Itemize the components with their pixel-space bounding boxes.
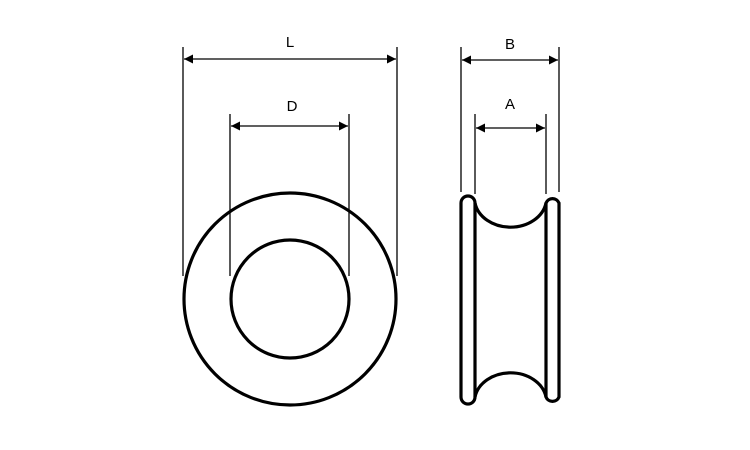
ring-outer-circle	[182, 191, 398, 407]
ring-inner-circle	[229, 238, 351, 360]
dimension-L: L	[182, 34, 398, 276]
front-view-ring	[182, 191, 398, 407]
spool-outline	[459, 194, 561, 406]
dimension-B: B	[460, 36, 560, 192]
label-A: A	[505, 96, 515, 113]
label-L: L	[286, 34, 294, 51]
label-D: D	[287, 98, 298, 115]
label-B: B	[505, 36, 515, 53]
side-view-spool	[459, 194, 561, 406]
dimension-D: D	[229, 98, 350, 276]
dimension-A: A	[474, 96, 547, 194]
